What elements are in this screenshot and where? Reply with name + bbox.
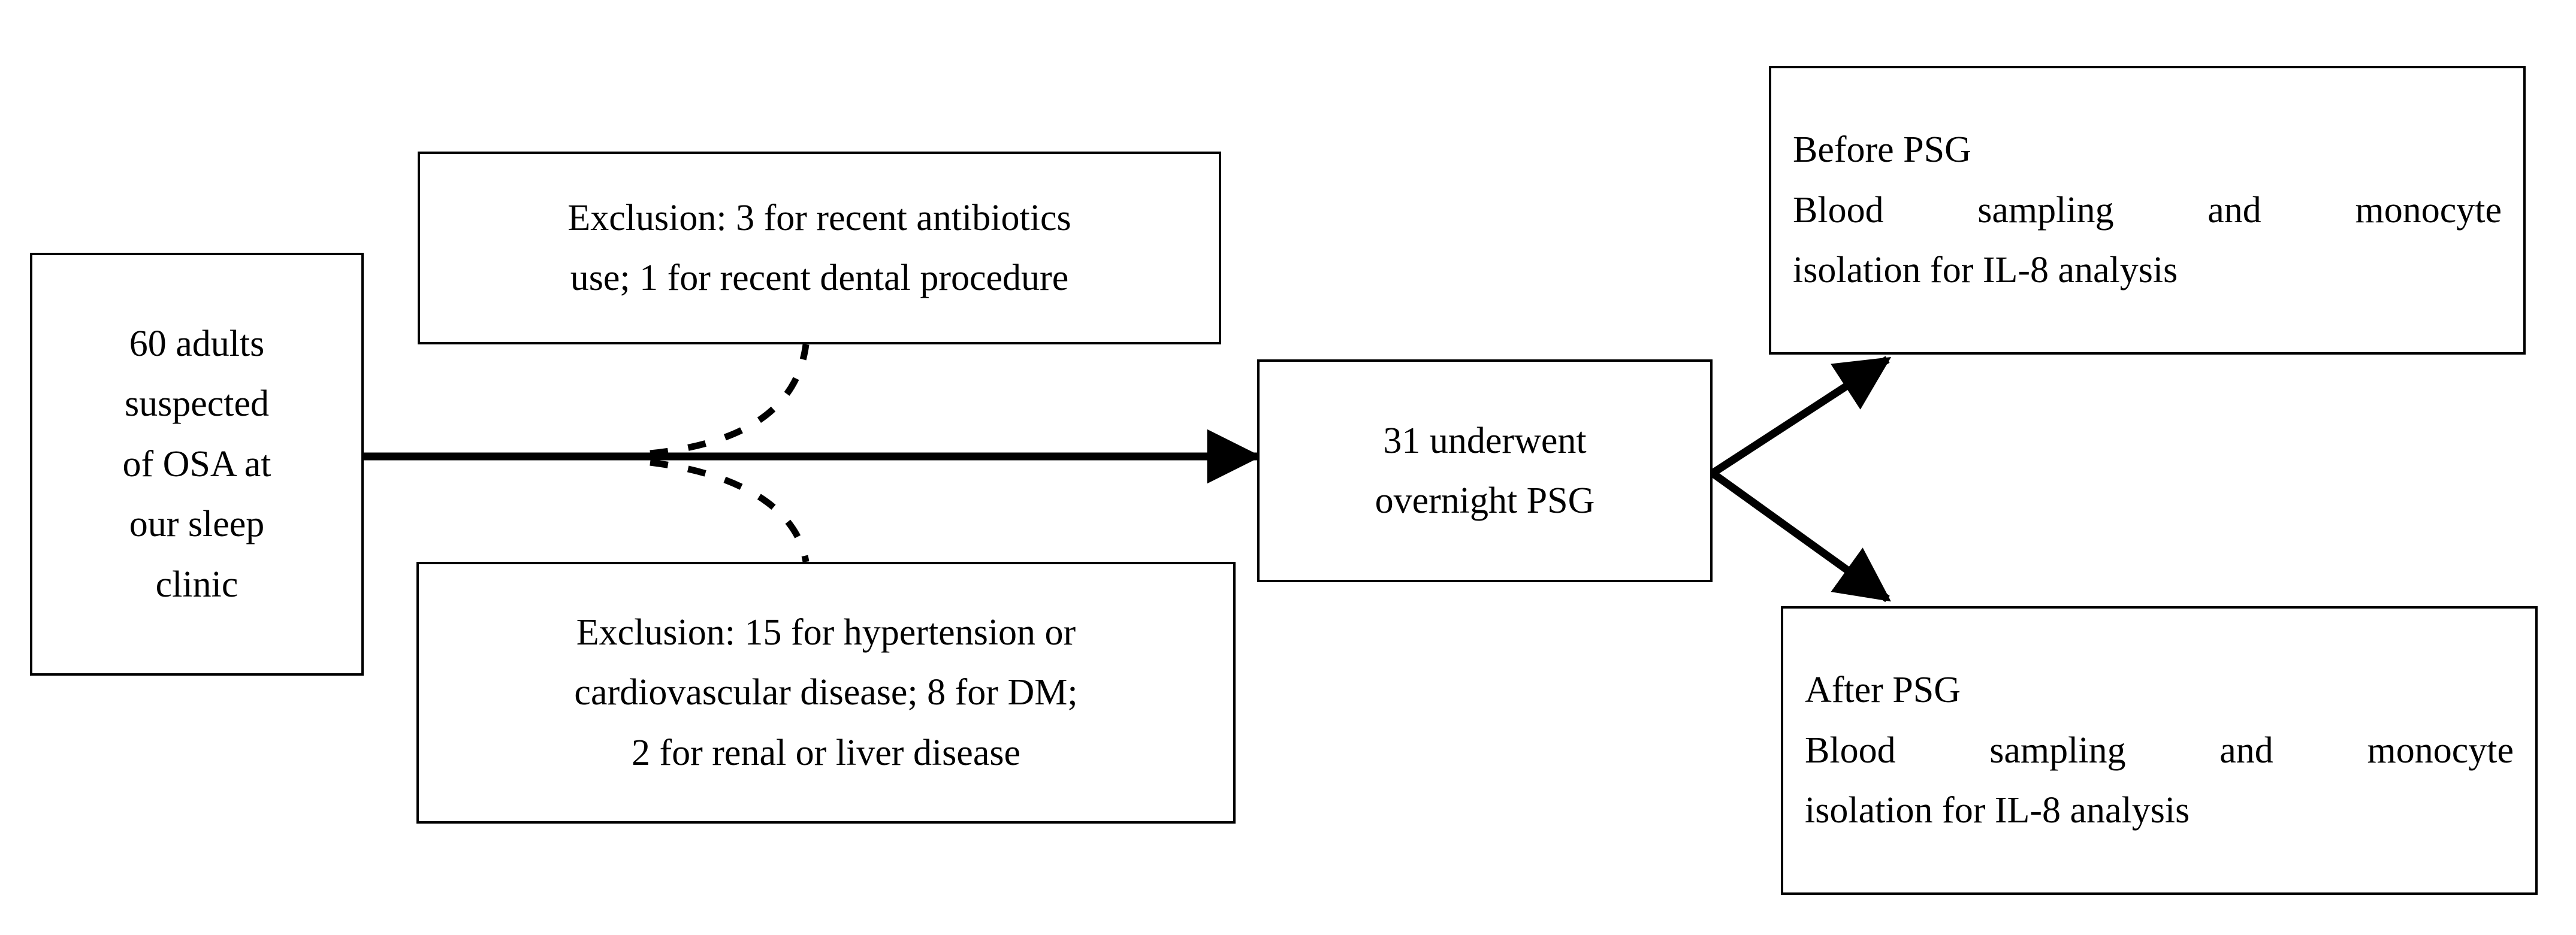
exclusion-top-line-2: use; 1 for recent dental procedure [570, 258, 1069, 298]
after-psg-heading: After PSG [1805, 670, 1961, 711]
psg-to-before-arrow [1710, 356, 1892, 477]
after-psg-body-line-2: isolation for IL-8 analysis [1805, 790, 2190, 831]
psg-line-2: overnight PSG [1375, 480, 1595, 521]
psg-line-1: 31 underwent [1383, 420, 1587, 461]
exclusion-bottom-box: Exclusion: 15 for hypertension or cardio… [416, 562, 1236, 824]
enrollment-line-3: of OSA at [122, 443, 271, 485]
exclusion-bottom-dashed-curve [650, 459, 810, 562]
after-psg-body-line-1: Blood sampling and monocyte [1805, 730, 2514, 771]
enrollment-line-5: clinic [155, 564, 238, 605]
exclusion-top-box: Exclusion: 3 for recent antibiotics use;… [418, 152, 1221, 344]
exclusion-bottom-line-3: 2 for renal or liver disease [631, 732, 1020, 773]
before-psg-body-line-1: Blood sampling and monocyte [1793, 189, 2502, 231]
before-psg-heading: Before PSG [1793, 129, 1971, 171]
after-psg-box: After PSG Blood sampling and monocyte is… [1781, 606, 2538, 895]
enrollment-line-2: suspected [124, 383, 270, 425]
enrollment-line-1: 60 adults [129, 323, 265, 364]
psg-box: 31 underwent overnight PSG [1257, 359, 1713, 582]
exclusion-bottom-line-2: cardiovascular disease; 8 for DM; [574, 672, 1078, 713]
before-psg-body-line-2: isolation for IL-8 analysis [1793, 250, 2178, 291]
exclusion-top-line-1: Exclusion: 3 for recent antibiotics [567, 197, 1071, 238]
exclusion-top-dashed-curve [650, 344, 810, 457]
enrollment-box: 60 adults suspected of OSA at our sleep … [30, 253, 364, 676]
before-psg-box: Before PSG Blood sampling and monocyte i… [1769, 66, 2526, 355]
enrollment-line-4: our sleep [129, 504, 265, 545]
psg-to-after-arrow [1710, 470, 1891, 603]
exclusion-bottom-line-1: Exclusion: 15 for hypertension or [576, 612, 1076, 653]
